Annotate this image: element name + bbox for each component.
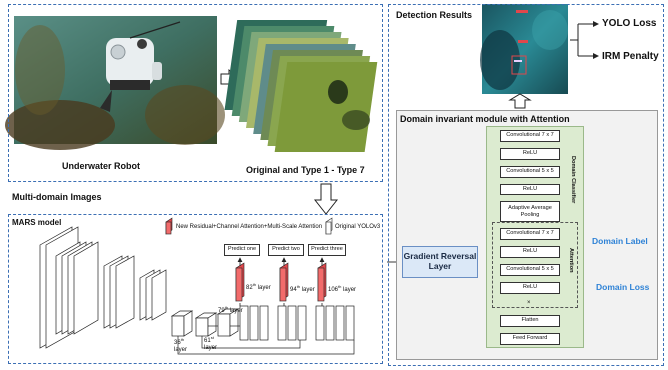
types-label: Original and Type 1 - Type 7 [246,165,365,175]
att-conv5-block: Convolutional 5 x 5 [500,264,560,276]
multi-domain-label: Multi-domain Images [12,192,102,202]
layer-106-label: 106th layer [328,284,357,293]
robot-photo [5,16,225,150]
layer-79-label: 79th layer [218,305,243,314]
legend-new-text: New Residual+Channel Attention+Multi-Sca… [176,224,323,230]
domain-label-text: Domain Label [592,236,648,246]
mars-region [8,214,383,364]
layer-94-label: 94th layer [290,284,315,293]
attention-subbox [492,222,578,308]
domain-module-title: Domain invariant module with Attention [400,114,570,124]
legend-orig-text: Original YOLOv3 [335,224,381,230]
cls-pool-block: Adaptive Average Pooling [500,201,560,222]
cls-conv5-block: Convolutional 5 x 5 [500,166,560,178]
detection-image [480,4,568,94]
arrow-to-mars [313,183,339,215]
right-region [388,4,664,366]
cls-conv7-block: Convolutional 7 x 7 [500,130,560,142]
predict-three-box: Predict three [308,244,346,256]
domain-loss-text: Domain Loss [596,282,650,292]
predict-two-box: Predict two [268,244,304,256]
att-relu2-block: ReLU [500,282,560,294]
domain-classifier-label: Domain Classifier [570,156,576,204]
flatten-block: Flatten [500,315,560,327]
feed-forward-block: Feed Forward [500,333,560,345]
loss-arrows [570,21,599,59]
robot-label: Underwater Robot [62,161,141,171]
cls-relu1-block: ReLU [500,148,560,160]
detection-title: Detection Results [396,10,473,20]
cls-relu2-block: ReLU [500,184,560,195]
attention-blocks [165,217,333,302]
mars-network [39,226,355,355]
predict-one-box: Predict one [224,244,260,256]
grl-box: Gradient Reversal Layer [402,246,478,278]
predict-arrows [237,257,325,306]
stacked-images [224,20,378,152]
multiply-symbol: × [527,300,531,306]
mars-title: MARS model [12,218,62,227]
grl-label: Gradient Reversal Layer [403,251,477,271]
yolo-loss-label: YOLO Loss [602,18,657,29]
att-conv7-block: Convolutional 7 x 7 [500,228,560,240]
arrow-up-detection [508,93,532,109]
layer-82-label: 82th layer [246,282,271,291]
irm-penalty-label: IRM Penalty [602,51,659,62]
att-relu1-block: ReLU [500,246,560,258]
attention-label: Attention [568,248,574,273]
top-left-region [8,4,383,182]
